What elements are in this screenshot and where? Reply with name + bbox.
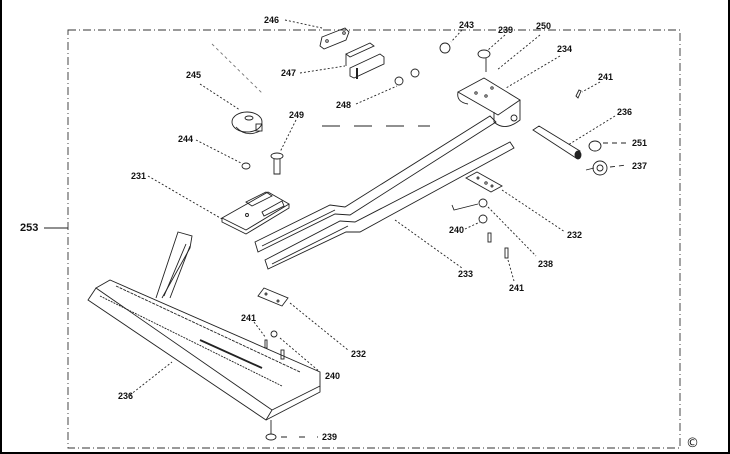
part-245-washer <box>241 162 251 170</box>
label-246: 245 <box>186 70 202 80</box>
part-249-nuts <box>394 68 420 86</box>
part-240-nut-right <box>478 214 488 224</box>
label-253: 253 <box>20 222 39 234</box>
part-244-nut <box>439 42 451 54</box>
part-233-guide-rails <box>254 115 515 270</box>
leader-240-right <box>464 221 481 230</box>
leader-248 <box>299 65 346 74</box>
label-236-foot: 236 <box>118 391 134 401</box>
part-238-spring-clip <box>451 198 488 211</box>
part-250-bolt <box>270 152 284 175</box>
label-237: 237 <box>632 161 648 171</box>
part-232-plate-upper <box>465 171 503 193</box>
assembly-frame <box>67 29 681 449</box>
leader-232-lower <box>289 302 349 351</box>
leader-237 <box>609 164 628 168</box>
part-241-pin-right-b <box>504 247 509 259</box>
label-244: 243 <box>459 20 475 30</box>
label-233: 233 <box>458 269 474 279</box>
part-241-pin-right-a <box>487 232 492 243</box>
label-250: 249 <box>289 110 305 120</box>
leader-234 <box>505 55 561 89</box>
part-231-mounting-plate <box>221 191 290 235</box>
leader-250 <box>279 119 297 153</box>
label-232-upper: 232 <box>567 230 583 240</box>
part-248-clamp-bracket <box>345 42 385 79</box>
leader-239-top <box>487 34 506 51</box>
copyright-symbol: © <box>686 436 699 451</box>
label-243: 241 <box>598 72 614 82</box>
leader-240-lower <box>279 337 321 373</box>
part-239-knob-pin <box>477 49 491 72</box>
label-247: 246 <box>264 15 280 25</box>
label-240-lower: 240 <box>325 371 341 381</box>
label-252: 251 <box>632 138 648 148</box>
label-239-bottom: 239 <box>322 432 338 442</box>
label-234: 234 <box>557 44 573 54</box>
leader-238 <box>487 206 537 257</box>
part-247-clamp-plate <box>319 27 350 50</box>
label-238: 238 <box>538 259 554 269</box>
label-231: 231 <box>131 171 147 181</box>
part-232-plate-lower <box>257 287 289 307</box>
leader-233 <box>394 219 463 269</box>
part-252-ring <box>588 140 602 152</box>
part-246-knob <box>231 111 263 135</box>
leader-231 <box>147 175 223 220</box>
part-243-roll-pin <box>575 89 582 99</box>
label-232-lower: 232 <box>351 349 367 359</box>
leader-241-lower <box>253 321 267 339</box>
image-border-bottom <box>0 452 730 454</box>
part-237-lever <box>585 160 608 176</box>
part-236-shaft <box>532 125 582 160</box>
label-239-top: 239 <box>498 25 514 35</box>
leader-244 <box>450 29 463 43</box>
label-240-right: 240 <box>449 225 465 235</box>
leader-247 <box>284 19 323 29</box>
label-251: 250 <box>536 21 552 31</box>
label-249: 248 <box>336 100 352 110</box>
leader-245 <box>195 139 242 164</box>
leader-236-foot <box>129 361 173 396</box>
part-241-pin-lower-b <box>280 349 285 360</box>
label-248: 247 <box>281 68 297 78</box>
part-241-pin-lower-a <box>264 339 268 349</box>
label-236-shaft: 236 <box>617 107 633 117</box>
label-241-right: 241 <box>509 283 525 293</box>
leader-236-shaft <box>567 115 616 146</box>
part-239-screw <box>265 420 277 441</box>
leader-251 <box>496 34 541 71</box>
label-245: 244 <box>178 134 194 144</box>
axis-line <box>211 43 263 94</box>
part-236-foot-plate <box>87 231 321 421</box>
leader-232-upper <box>501 189 566 233</box>
leader-249 <box>355 85 398 105</box>
image-border-right <box>728 0 730 454</box>
leader-243 <box>581 81 601 93</box>
part-240-nut-lower <box>270 330 278 338</box>
image-border-left <box>0 0 2 454</box>
leader-241-right <box>507 259 515 282</box>
part-234-bracket <box>457 77 521 127</box>
label-241-lower: 241 <box>241 313 257 323</box>
leader-246 <box>199 83 241 111</box>
